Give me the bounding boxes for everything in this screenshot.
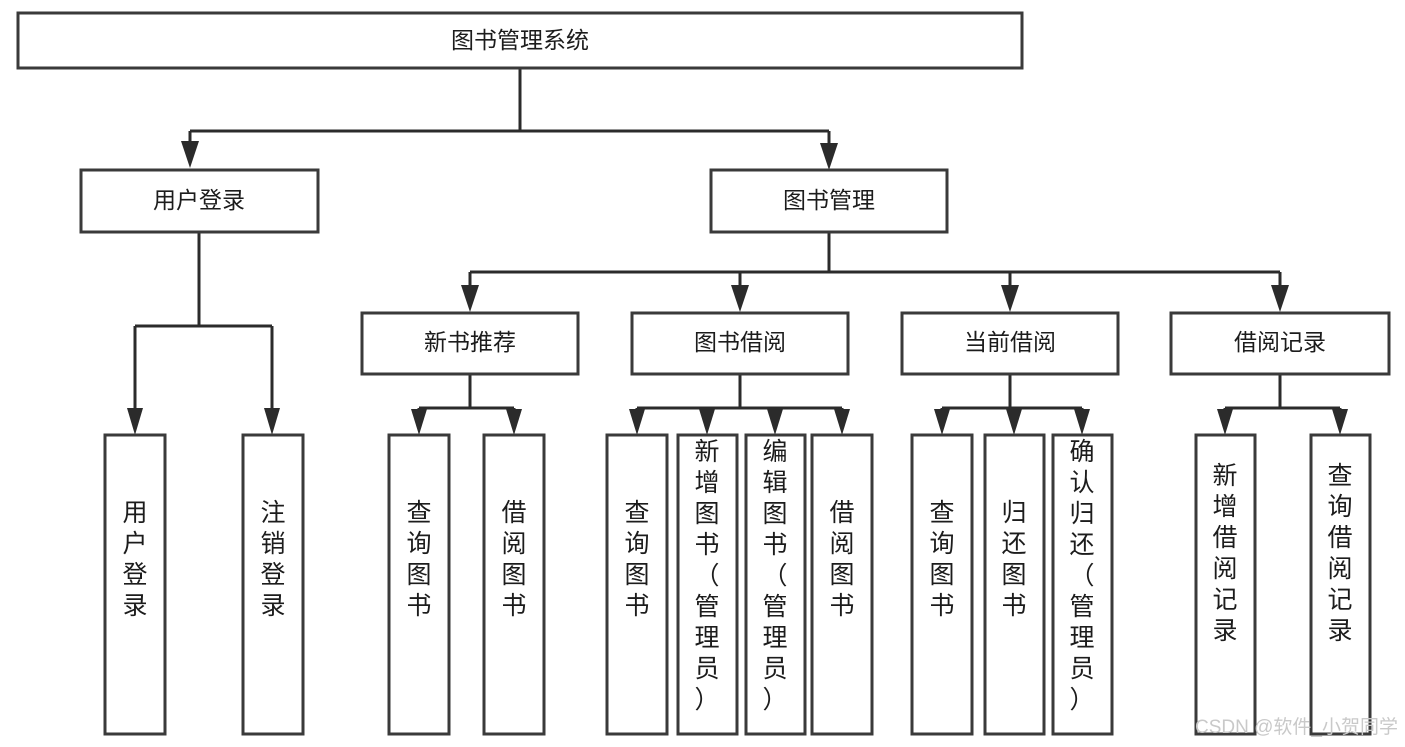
node-new-book-recommend[interactable]: 新书推荐	[360, 311, 580, 376]
leaf-confirm-return-box[interactable]	[1051, 433, 1114, 736]
arrow-head-leaf-add-book	[699, 409, 715, 435]
arrow-head-new-book-recommend	[461, 285, 479, 312]
node-borrow-record[interactable]: 借阅记录	[1169, 311, 1391, 376]
leaf-logout-label: 注销登录	[260, 499, 285, 620]
arrow-head-leaf-add-record	[1217, 409, 1233, 435]
arrow-head-leaf-borrow-book-2	[834, 409, 850, 435]
leaf-confirm-return-label: 确认归还（管理员）	[1069, 438, 1094, 714]
leaf-query-record-label: 查询借阅记录	[1327, 462, 1352, 645]
arrow-head-leaf-query-book-3	[934, 409, 950, 435]
leaf-borrow-book-1[interactable]: 借阅图书	[482, 433, 546, 736]
node-book-borrow[interactable]: 图书借阅	[630, 311, 850, 376]
node-book-borrow-label: 图书借阅	[694, 329, 786, 355]
leaf-user-login-label: 用户登录	[122, 499, 147, 620]
leaf-query-book-1[interactable]: 查询图书	[387, 433, 451, 736]
leaf-logout-box[interactable]	[241, 433, 305, 736]
leaf-add-record[interactable]: 新增借阅记录	[1194, 433, 1257, 736]
arrow-head-leaf-query-book-2	[629, 409, 645, 435]
leaf-query-record[interactable]: 查询借阅记录	[1309, 433, 1372, 736]
node-user-login-box[interactable]	[79, 168, 320, 234]
leaf-borrow-book-2-box[interactable]	[810, 433, 874, 736]
leaf-user-login[interactable]: 用户登录	[103, 433, 167, 736]
node-new-book-recommend-box[interactable]	[360, 311, 580, 376]
leaf-query-record-box[interactable]	[1309, 433, 1372, 736]
connector-layer	[127, 68, 1348, 435]
leaf-query-book-3-label: 查询图书	[929, 499, 954, 620]
leaf-query-book-1-label: 查询图书	[406, 499, 431, 620]
node-borrow-record-box[interactable]	[1169, 311, 1391, 376]
arrow-head-leaf-confirm-return	[1074, 409, 1090, 435]
leaf-borrow-book-1-label: 借阅图书	[501, 499, 526, 620]
leaf-add-record-box[interactable]	[1194, 433, 1257, 736]
leaf-return-book-box[interactable]	[983, 433, 1046, 736]
arrow-head-leaf-borrow-book-1	[506, 409, 522, 435]
csdn-watermark: CSDN @软件_小贺同学	[1195, 716, 1398, 738]
leaf-add-book-label: 新增图书（管理员）	[694, 438, 719, 714]
leaf-add-book-box[interactable]	[676, 433, 739, 736]
leaf-user-login-box[interactable]	[103, 433, 167, 736]
node-new-book-recommend-label: 新书推荐	[424, 329, 516, 355]
node-root[interactable]: 图书管理系统	[16, 11, 1024, 70]
leaf-add-record-label: 新增借阅记录	[1212, 462, 1237, 645]
leaf-edit-book-box[interactable]	[744, 433, 807, 736]
leaf-edit-book[interactable]: 编辑图书（管理员）	[744, 433, 807, 736]
leaf-query-book-2[interactable]: 查询图书	[605, 433, 669, 736]
leaf-query-book-3[interactable]: 查询图书	[910, 433, 974, 736]
leaf-query-book-2-box[interactable]	[605, 433, 669, 736]
leaf-query-book-3-box[interactable]	[910, 433, 974, 736]
leaf-query-book-2-label: 查询图书	[624, 499, 649, 620]
node-borrow-record-label: 借阅记录	[1234, 329, 1326, 355]
node-book-borrow-box[interactable]	[630, 311, 850, 376]
leaf-return-book[interactable]: 归还图书	[983, 433, 1046, 736]
node-user-login[interactable]: 用户登录	[79, 168, 320, 234]
arrow-head-leaf-query-record	[1332, 409, 1348, 435]
arrow-head-leaf-logout	[264, 408, 280, 435]
leaf-edit-book-label: 编辑图书（管理员）	[762, 438, 787, 714]
arrow-head-user-login	[181, 141, 199, 168]
node-book-manage-label: 图书管理	[783, 187, 875, 213]
arrow-head-leaf-return-book	[1006, 409, 1022, 435]
node-user-login-label: 用户登录	[153, 187, 245, 213]
node-book-manage-box[interactable]	[709, 168, 949, 234]
arrow-head-book-manage	[820, 143, 838, 170]
arrow-head-leaf-edit-book	[767, 409, 783, 435]
arrow-head-leaf-query-book-1	[411, 409, 427, 435]
leaf-borrow-book-2[interactable]: 借阅图书	[810, 433, 874, 736]
node-root-box[interactable]	[16, 11, 1024, 70]
node-root-label: 图书管理系统	[451, 27, 589, 53]
arrow-head-current-borrow	[1001, 285, 1019, 312]
leaf-confirm-return[interactable]: 确认归还（管理员）	[1051, 433, 1114, 736]
leaf-add-book[interactable]: 新增图书（管理员）	[676, 433, 739, 736]
node-current-borrow-box[interactable]	[900, 311, 1120, 376]
arrow-head-leaf-user-login	[127, 408, 143, 435]
leaf-query-book-1-box[interactable]	[387, 433, 451, 736]
leaf-logout[interactable]: 注销登录	[241, 433, 305, 736]
leaf-borrow-book-1-box[interactable]	[482, 433, 546, 736]
arrow-head-borrow-record	[1271, 285, 1289, 312]
node-book-manage[interactable]: 图书管理	[709, 168, 949, 234]
leaf-return-book-label: 归还图书	[1001, 499, 1026, 620]
arrow-head-book-borrow	[731, 285, 749, 312]
node-current-borrow-label: 当前借阅	[964, 329, 1056, 355]
node-current-borrow[interactable]: 当前借阅	[900, 311, 1120, 376]
leaf-borrow-book-2-label: 借阅图书	[829, 499, 854, 620]
